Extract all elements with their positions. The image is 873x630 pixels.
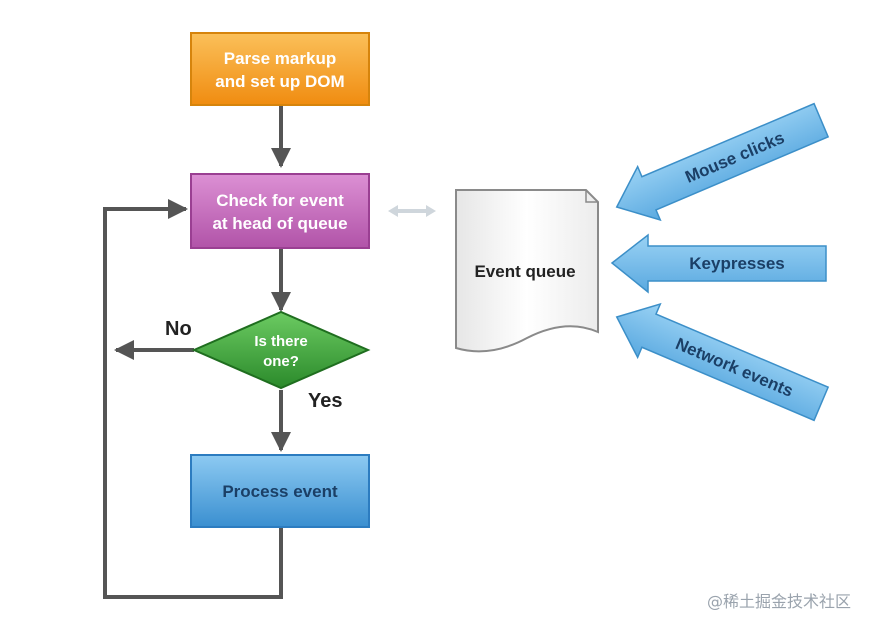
process-step: Process event	[190, 454, 370, 528]
process-label: Process event	[222, 482, 338, 501]
keypresses-label: Keypresses	[689, 254, 784, 273]
yes-branch-label: Yes	[308, 390, 342, 412]
no-branch-label: No	[165, 318, 192, 340]
input-arrow-keys: Keypresses	[610, 233, 827, 294]
parse-label-line1: Parse markup	[224, 49, 336, 68]
decision-label-line2: one?	[263, 353, 299, 370]
queue-link-arrow	[388, 205, 436, 217]
parse-label-line2: and set up DOM	[215, 72, 344, 91]
flow-connectors	[103, 106, 291, 599]
decision-step: Is there one?	[191, 310, 371, 390]
connector-loop-back	[103, 199, 283, 599]
watermark: @稀土掘金技术社区	[706, 592, 851, 611]
decision-label-line1: Is there	[254, 333, 307, 350]
event-queue-document: Event queue	[455, 189, 599, 353]
input-arrow-mouse: Mouse clicks	[615, 102, 830, 222]
check-step: Check for event at head of queue	[190, 173, 370, 249]
check-label-line2: at head of queue	[212, 214, 347, 233]
event-queue-label: Event queue	[474, 262, 575, 281]
check-label-line1: Check for event	[216, 191, 344, 210]
input-arrow-network: Network events	[615, 302, 830, 422]
parse-step: Parse markup and set up DOM	[190, 32, 370, 106]
